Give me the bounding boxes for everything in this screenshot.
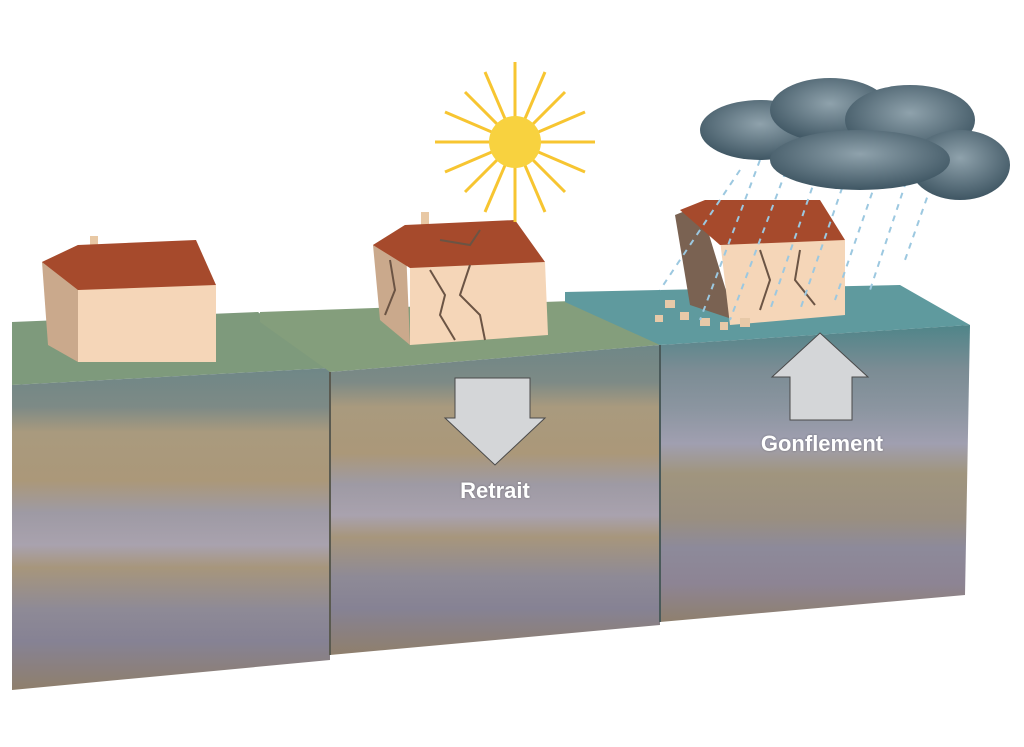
arrow-up-icon (770, 332, 870, 421)
swell-label: Gonflement (760, 431, 884, 456)
house-intact (42, 236, 216, 362)
house-cracked (373, 212, 548, 345)
shrink-label: Retrait (460, 478, 530, 503)
arrow-down-icon (443, 377, 547, 466)
rain-cloud-icon (659, 78, 1010, 321)
sun-icon (435, 62, 595, 222)
soil-block-normal (12, 312, 330, 690)
